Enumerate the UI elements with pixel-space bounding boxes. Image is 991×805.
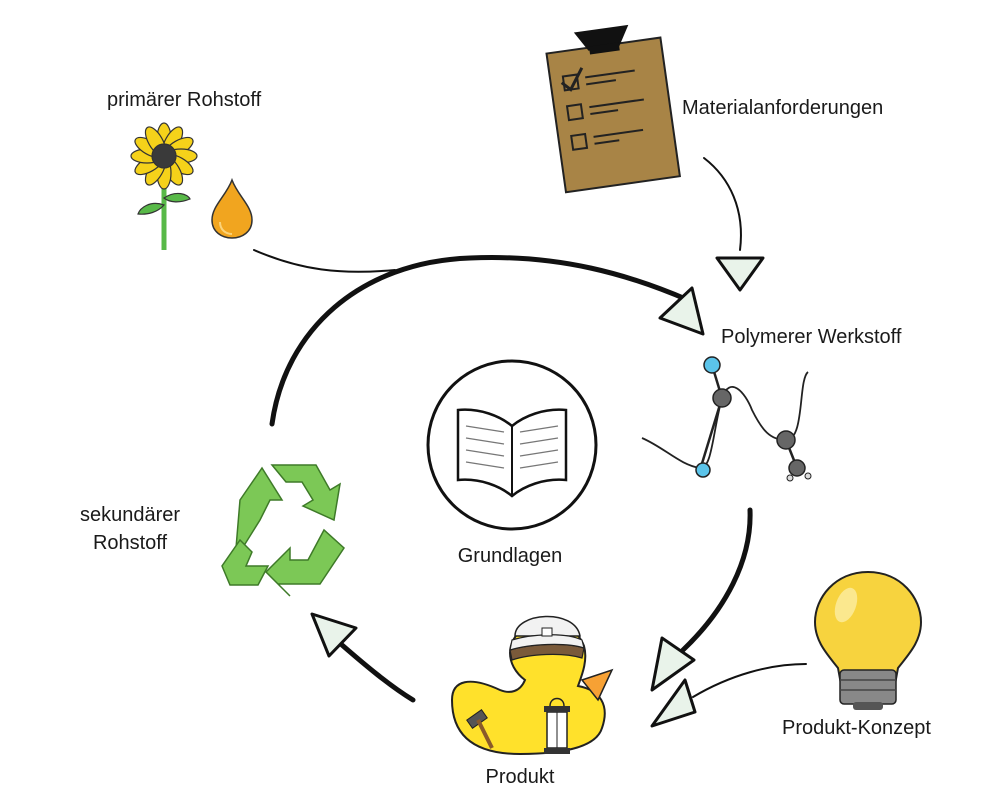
sunflower-icon <box>130 122 198 250</box>
arrowhead-polymer-top <box>658 286 705 336</box>
primary-raw-material-label: primärer Rohstoff <box>107 89 262 111</box>
arrowhead-recycle <box>310 612 358 658</box>
cycle-arrows <box>253 157 807 703</box>
arrow-recycle-to-polymer <box>269 255 691 427</box>
arrow-polymer-to-product <box>680 507 753 653</box>
polymer-chain-icon <box>641 356 812 482</box>
product-concept-label: Produkt-Konzept <box>782 717 931 739</box>
secondary-raw-material-label-line2: Rohstoff <box>92 532 168 554</box>
clipboard-icon <box>545 24 682 194</box>
arrowhead-requirements <box>715 256 765 292</box>
arrow-concept-to-product <box>692 663 807 698</box>
secondary-raw-material-label-line1: sekundärer <box>79 504 181 526</box>
oil-drop-icon <box>211 177 253 239</box>
arrow-requirements-to-polymer <box>703 157 742 251</box>
polymer-material-label: Polymerer Werkstoff <box>721 326 902 348</box>
material-requirements-label: Materialanforderungen <box>682 97 884 119</box>
arrowhead-product-concept <box>650 678 697 728</box>
recycle-icon <box>221 464 345 597</box>
light-bulb-icon <box>813 570 923 710</box>
arrowhead-product-main <box>650 636 696 692</box>
arrow-primary-to-polymer <box>253 249 396 273</box>
basics-label: Grundlagen <box>457 545 563 567</box>
arrowheads <box>310 256 765 728</box>
arrow-product-to-recycle <box>339 642 416 703</box>
rubber-duck-icon <box>450 615 614 756</box>
book-icon <box>426 359 598 531</box>
product-label: Produkt <box>485 766 555 788</box>
